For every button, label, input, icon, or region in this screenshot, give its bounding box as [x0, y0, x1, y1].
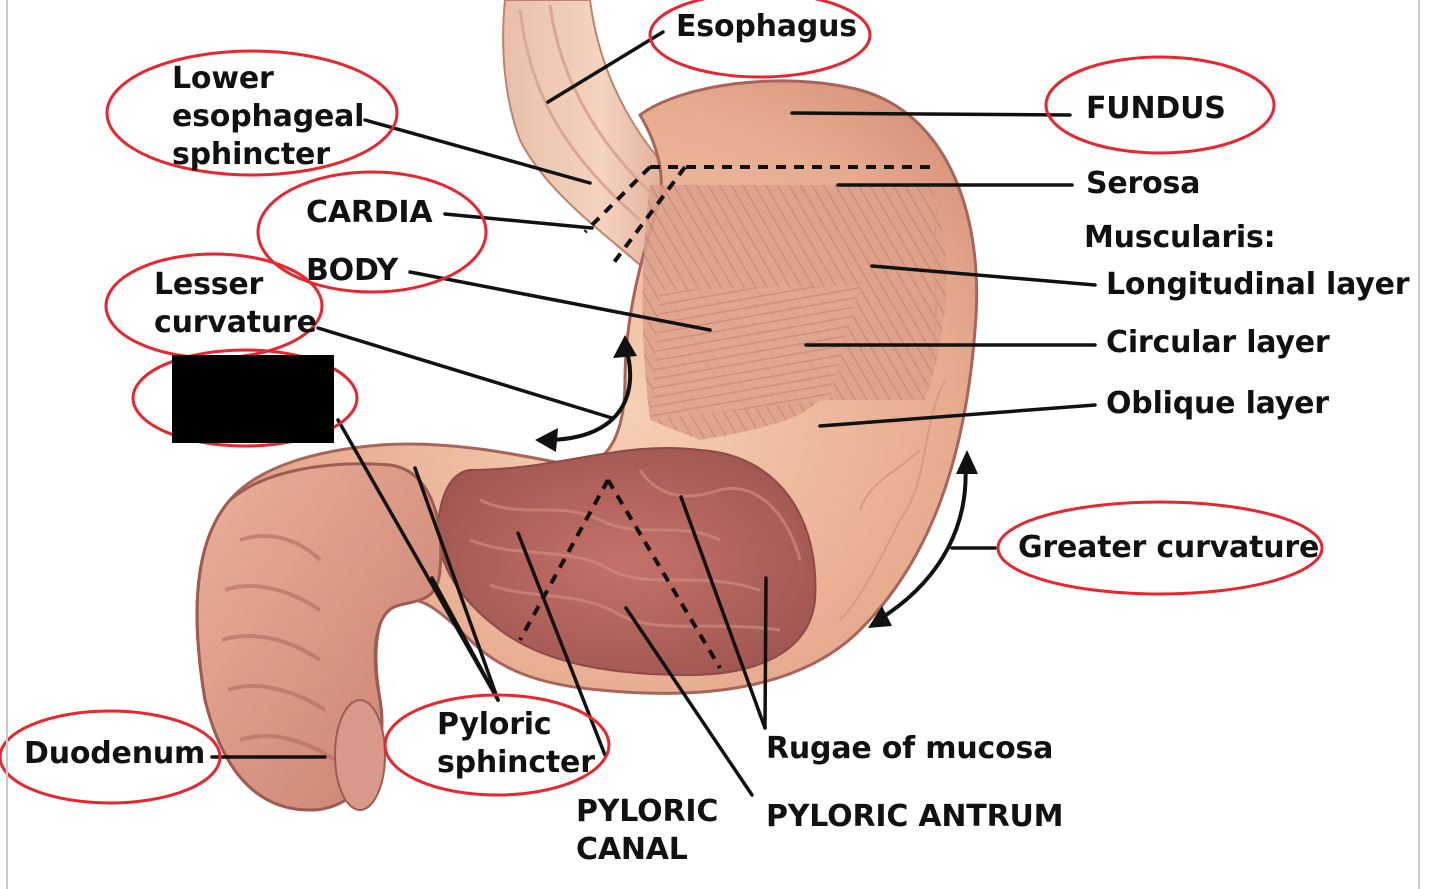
label-lower-esophageal-sphincter-line1: Lower	[172, 61, 274, 96]
label-cardia: CARDIA	[306, 195, 433, 230]
label-fundus: FUNDUS	[1086, 91, 1226, 126]
label-rugae-of-mucosa: Rugae of mucosa	[766, 731, 1054, 766]
label-lesser-curvature-line1: Lesser	[154, 267, 264, 302]
label-lesser-curvature-line2: curvature	[154, 305, 317, 340]
label-esophagus: Esophagus	[676, 9, 857, 44]
label-longitudinal-layer: Longitudinal layer	[1106, 267, 1410, 302]
redacted-label	[172, 355, 334, 443]
label-pyloric-sphincter-line1: Pyloric	[437, 707, 552, 742]
label-pyloric-canal: PYLORIC CANAL	[576, 793, 718, 869]
label-serosa: Serosa	[1086, 166, 1201, 201]
label-muscularis: Muscularis:	[1084, 220, 1276, 255]
left-frame-edge	[6, 0, 8, 889]
label-pyloric-sphincter-line2: sphincter	[437, 745, 595, 780]
label-duodenum: Duodenum	[24, 736, 206, 771]
label-lower-esophageal-sphincter-line2: esophageal	[172, 99, 365, 134]
label-pyloric-antrum: PYLORIC ANTRUM	[766, 799, 1064, 834]
label-lower-esophageal-sphincter-line3: sphincter	[172, 137, 330, 172]
label-pyloric-sphincter: Pyloric sphincter	[437, 706, 595, 782]
label-oblique-layer: Oblique layer	[1106, 386, 1329, 421]
label-lesser-curvature: Lesser curvature	[154, 266, 317, 342]
label-pyloric-canal-line2: CANAL	[576, 832, 688, 867]
label-lower-esophageal-sphincter: Lower esophageal sphincter	[172, 60, 364, 174]
label-circular-layer: Circular layer	[1106, 325, 1330, 360]
label-pyloric-canal-line1: PYLORIC	[576, 794, 719, 829]
label-greater-curvature: Greater curvature	[1018, 530, 1320, 565]
right-frame-edge	[1418, 0, 1420, 889]
label-body: BODY	[306, 253, 399, 288]
lesser-curvature-arrow	[544, 344, 633, 442]
greater-curvature-arrow	[873, 459, 968, 624]
